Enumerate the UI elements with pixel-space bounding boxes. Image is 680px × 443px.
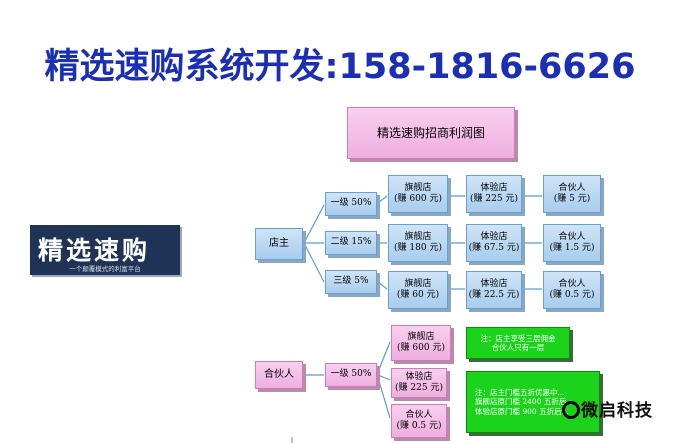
partner-flagship-name: 旗舰店: [407, 331, 435, 342]
partner-level-node: 一级 50%: [325, 363, 377, 387]
level2-experience-node: 体验店 (赚 67.5 元): [466, 224, 522, 262]
level1-experience-earning: (赚 225 元): [470, 194, 518, 204]
owner-node-label: 店主: [269, 237, 289, 249]
level2-node: 二级 15%: [325, 231, 377, 255]
level1-flagship-name: 旗舰店: [404, 182, 432, 193]
note-commission: 注：店主享受三层佣金 合伙人只有一层: [466, 327, 570, 359]
connector-plevel-exp: [377, 374, 391, 381]
partner-partner-earning: (赚 0.5 元): [396, 421, 442, 431]
level3-experience-node: 体验店 (赚 22.5 元): [466, 271, 522, 309]
level1-flagship-earning: (赚 600 元): [394, 194, 442, 204]
note-discount: 注：店主门槛五折优惠中... 旗舰店原门槛 2400 五折后... 体验店原门槛…: [466, 371, 600, 433]
level3-partner-node: 合伙人 (赚 0.5 元): [543, 271, 601, 309]
level1-flagship-node: 旗舰店 (赚 600 元): [388, 175, 448, 213]
level3-experience-name: 体验店: [480, 278, 508, 289]
level3-flagship-earning: (赚 60 元): [396, 290, 440, 300]
owner-node: 店主: [255, 228, 303, 260]
brand-logo-icon: [562, 401, 580, 419]
note-commission-line2: 合伙人只有一层: [491, 343, 545, 352]
level1-node: 一级 50%: [325, 192, 377, 216]
partner-flagship-earning: (赚 600 元): [397, 343, 445, 353]
watermark-text: 微启科技: [581, 401, 653, 421]
connector-owner-level1: [303, 204, 325, 244]
note-commission-line1: 注：店主享受三层佣金: [480, 333, 556, 343]
level2-partner-node: 合伙人 (赚 1.5 元): [543, 224, 601, 262]
level3-flagship-node: 旗舰店 (赚 60 元): [388, 271, 448, 309]
level1-partner-node: 合伙人 (赚 5 元): [543, 175, 601, 213]
brand-logo: 精选速购 一个颠覆模式的利富平台: [30, 225, 180, 275]
connector-l1-flagship: [377, 195, 388, 204]
logo-main-text: 精选速购: [38, 236, 151, 265]
note-discount-line2: 旗舰店原门槛 2400 五折后...: [475, 397, 574, 407]
watermark: 微启科技: [562, 396, 653, 421]
partner-root-node: 合伙人: [255, 361, 303, 389]
partner-root-label: 合伙人: [264, 368, 294, 380]
level3-partner-earning: (赚 0.5 元): [549, 290, 595, 300]
level3-label: 三级 5%: [333, 276, 369, 287]
level3-flagship-name: 旗舰店: [404, 278, 432, 289]
connector-plevel-flagship: [377, 341, 391, 373]
diagram-title-text: 精选速购招商利润图: [376, 125, 485, 140]
level2-experience-name: 体验店: [480, 231, 508, 242]
level1-experience-node: 体验店 (赚 225 元): [466, 175, 522, 213]
level2-partner-earning: (赚 1.5 元): [549, 243, 595, 253]
connector-owner-level3: [303, 242, 325, 283]
partner-experience-name: 体验店: [405, 371, 433, 382]
partner-partner-node: 合伙人 (赚 0.5 元): [391, 404, 447, 438]
level2-label: 二级 15%: [330, 237, 372, 248]
note-discount-line3: 体验店原门槛 900 五折后...: [475, 406, 569, 416]
level1-partner-name: 合伙人: [558, 182, 586, 193]
level2-partner-name: 合伙人: [558, 231, 586, 242]
level1-label: 一级 50%: [330, 198, 372, 209]
level1-partner-earning: (赚 5 元): [553, 194, 591, 204]
diagram-title: 精选速购招商利润图: [347, 107, 515, 159]
partner-flagship-node: 旗舰店 (赚 600 元): [391, 325, 451, 361]
level3-partner-name: 合伙人: [558, 278, 586, 289]
level2-flagship-name: 旗舰店: [404, 231, 432, 242]
partner-level-label: 一级 50%: [330, 369, 372, 380]
note-discount-line1: 注：店主门槛五折优惠中...: [475, 387, 565, 397]
headline: 精选速购系统开发:158-1816-6626: [44, 47, 636, 87]
partner-experience-earning: (赚 225 元): [395, 383, 443, 393]
connector-l3-flagship: [377, 281, 388, 290]
partner-experience-node: 体验店 (赚 225 元): [391, 368, 447, 398]
connector-plevel-partner: [377, 377, 391, 419]
level1-experience-name: 体验店: [480, 182, 508, 193]
level2-experience-earning: (赚 67.5 元): [468, 243, 520, 253]
logo-sub-text: 一个颠覆模式的利富平台: [69, 265, 141, 273]
level2-flagship-node: 旗舰店 (赚 180 元): [388, 224, 448, 262]
level2-flagship-earning: (赚 180 元): [394, 243, 442, 253]
partner-partner-name: 合伙人: [405, 409, 433, 420]
level3-node: 三级 5%: [325, 270, 377, 294]
level3-experience-earning: (赚 22.5 元): [468, 290, 520, 300]
